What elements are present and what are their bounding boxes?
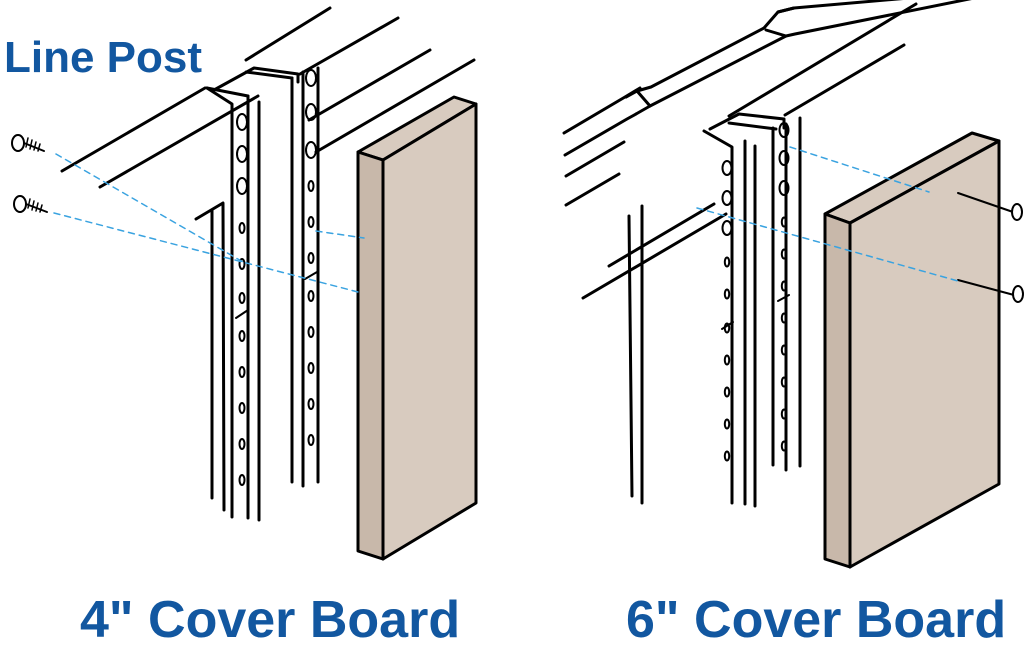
alignment-guide-left-1 <box>55 153 365 263</box>
alignment-guide-right-1 <box>789 146 930 193</box>
fastener-holes-right <box>721 122 790 462</box>
fastener-holes-left <box>235 69 318 486</box>
left-caption: 4" Cover Board <box>80 591 461 649</box>
screw-icon <box>11 134 48 213</box>
six-inch-cover-board-panel <box>562 0 1024 569</box>
four-inch-cover-board-panel <box>11 6 478 561</box>
right-caption: 6" Cover Board <box>626 591 1007 649</box>
alignment-guide-right-2 <box>696 207 959 282</box>
page-title: Line Post <box>4 33 203 82</box>
alignment-guide-left-2 <box>53 212 359 293</box>
nail-icon <box>957 192 1024 303</box>
